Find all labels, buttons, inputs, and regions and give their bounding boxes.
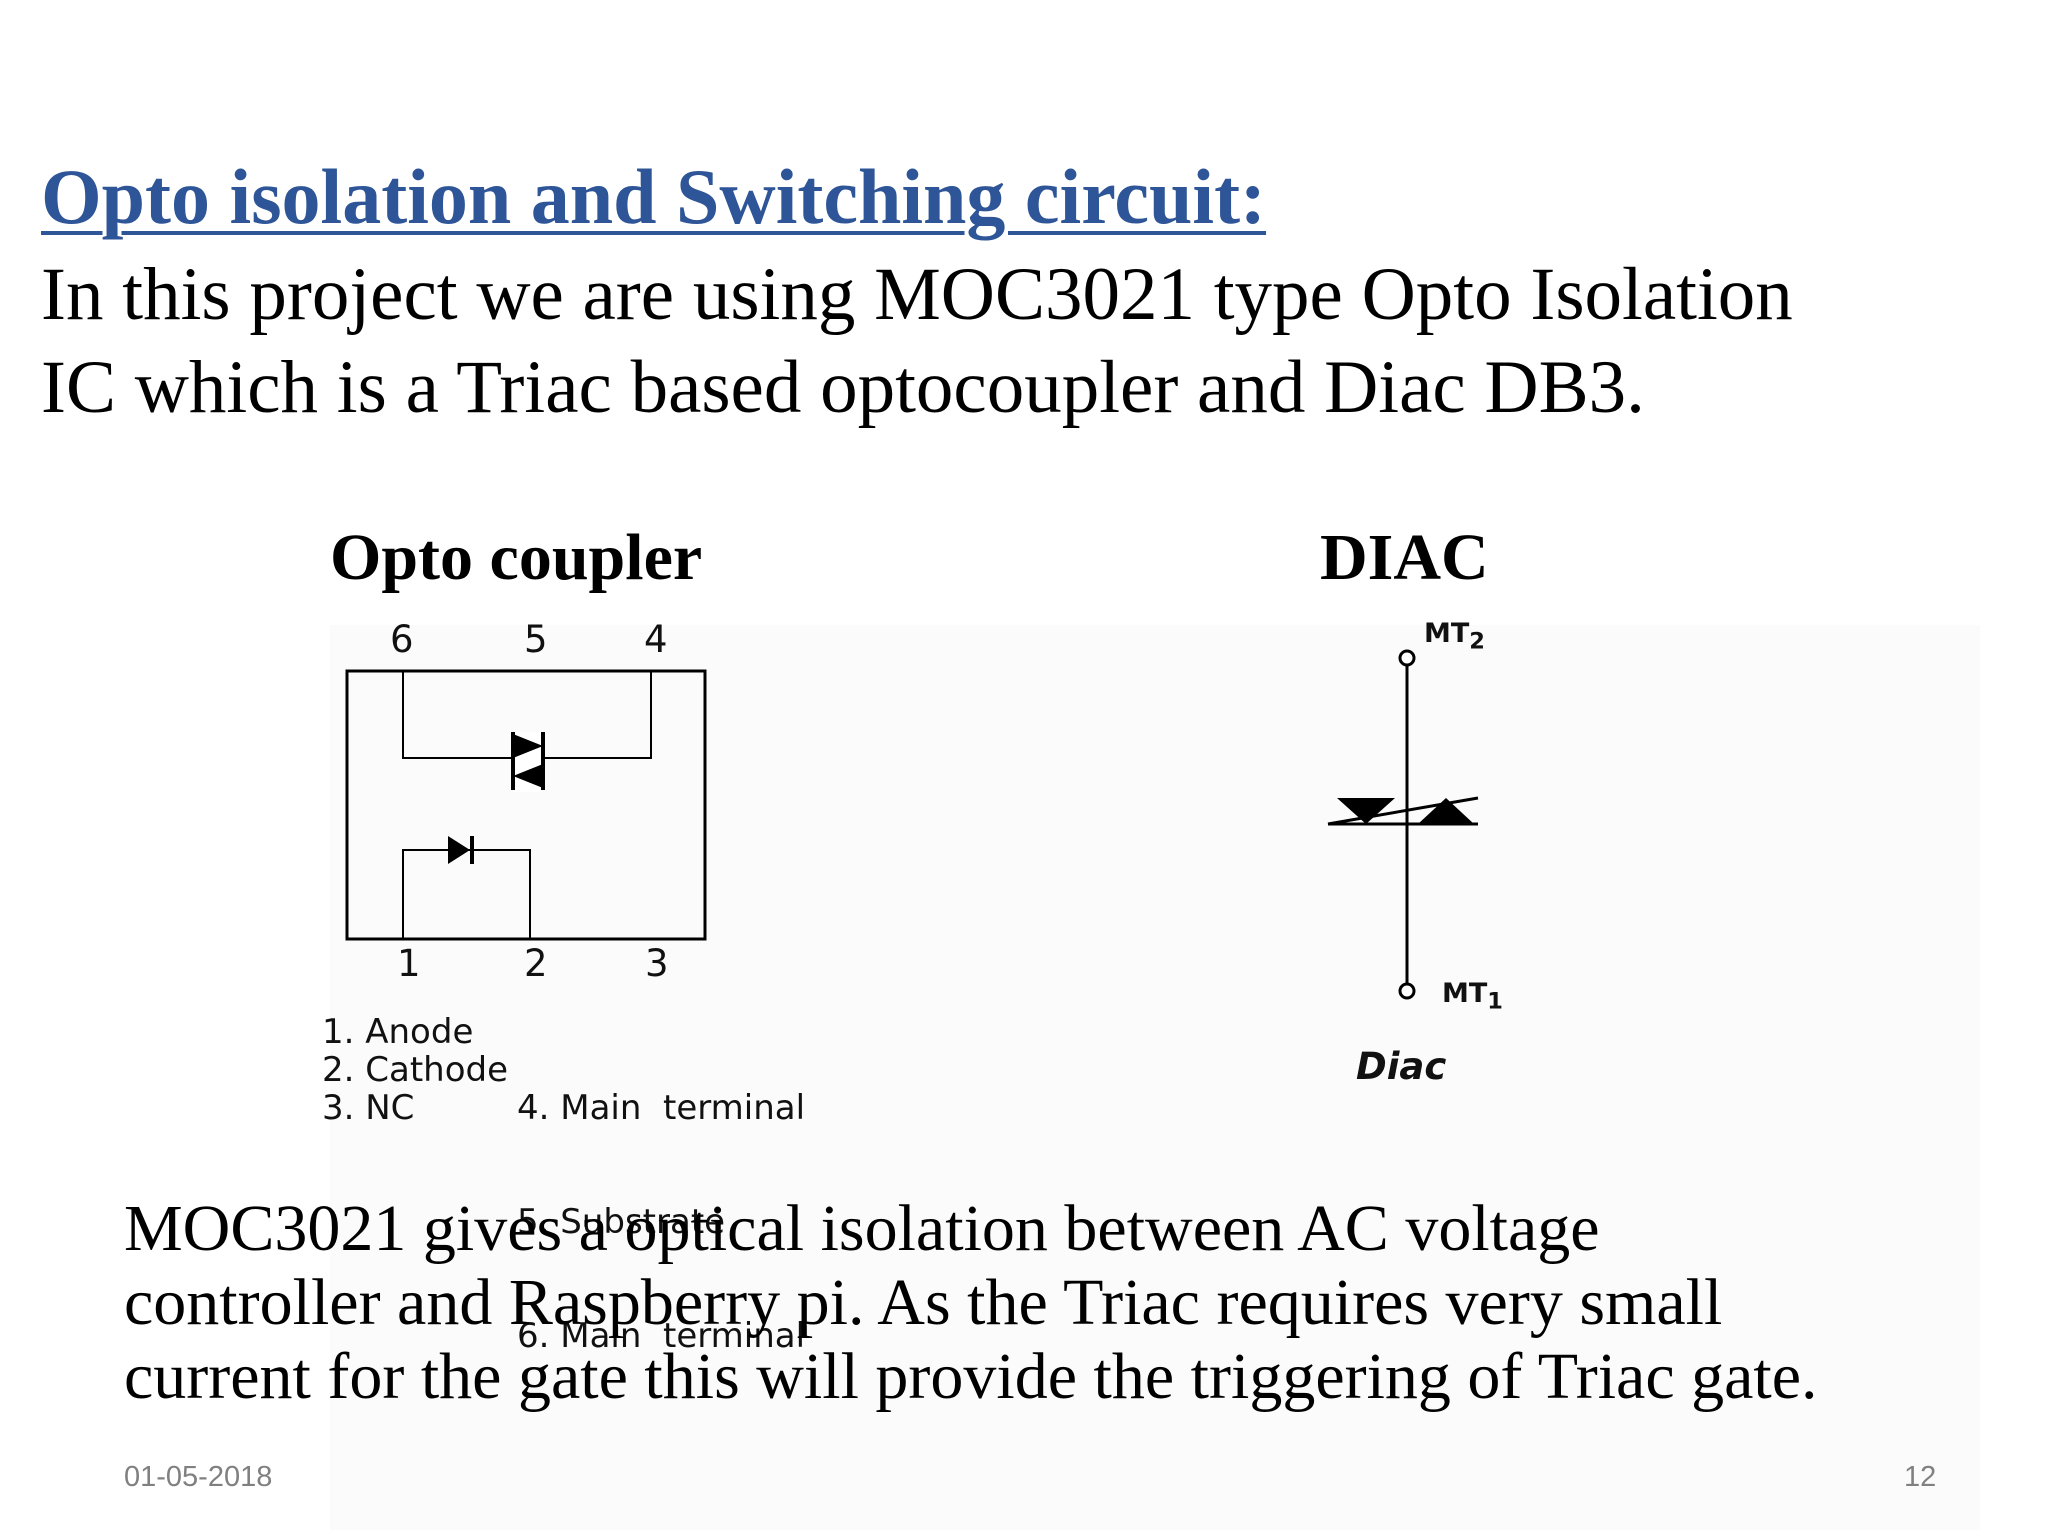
mt1-terminal-icon <box>1398 982 1416 1000</box>
pin-label-1: 1 <box>397 942 421 985</box>
pin-label-3: 3 <box>645 942 669 985</box>
pin-legend-right: 4. Main terminal 5. Substrate 6. Main te… <box>517 1013 805 1393</box>
legend-item: 4. Main terminal <box>517 1088 806 1128</box>
slide-number: 12 <box>1904 1461 1937 1493</box>
mt2-label: MT2 <box>1424 618 1485 655</box>
mt2-terminal-icon <box>1398 649 1416 667</box>
optocoupler-schematic <box>345 669 707 941</box>
diac-triangle-up-icon <box>1418 798 1474 824</box>
diac-bar-top <box>1327 796 1479 826</box>
diac-caption: Diac <box>1356 1045 1447 1088</box>
intro-line-2: IC which is a Triac based optocoupler an… <box>41 346 1645 429</box>
pin-label-2: 2 <box>524 942 548 985</box>
pin-label-6: 6 <box>390 618 414 661</box>
diac-schematic <box>1327 649 1479 1000</box>
legend-item: 2. Cathode <box>322 1050 509 1090</box>
diac-heading: DIAC <box>1320 521 1489 594</box>
led-wire <box>402 849 531 939</box>
footer-date: 01-05-2018 <box>124 1461 273 1493</box>
body-line-2: controller and Raspberry pi. As the Tria… <box>124 1266 1723 1339</box>
intro-paragraph: In this project we are using MOC3021 typ… <box>41 248 2001 434</box>
pin-label-4: 4 <box>644 618 668 661</box>
legend-item: 3. NC <box>322 1088 415 1128</box>
pin-label-5: 5 <box>524 618 548 661</box>
optocoupler-heading: Opto coupler <box>330 521 703 594</box>
intro-line-1: In this project we are using MOC3021 typ… <box>41 253 1793 336</box>
body-paragraph: MOC3021 gives a optical isolation betwee… <box>124 1192 2004 1414</box>
diac-triangle-down-icon <box>1337 798 1395 824</box>
body-line-1: MOC3021 gives a optical isolation betwee… <box>124 1192 1600 1265</box>
legend-item: 6. Main terminal <box>517 1316 806 1356</box>
ic-package-outline <box>345 669 707 941</box>
triac-icon <box>511 732 545 792</box>
body-line-3: current for the gate this will provide t… <box>124 1340 1818 1413</box>
slide-title: Opto isolation and Switching circuit: <box>41 153 1267 240</box>
figure-background <box>330 625 1980 1530</box>
legend-item: 5. Substrate <box>517 1202 726 1242</box>
mt1-label: MT1 <box>1442 978 1503 1015</box>
led-diode-icon <box>448 836 474 864</box>
legend-item: 1. Anode <box>322 1012 474 1052</box>
pin-legend-left: 1. Anode 2. Cathode 3. NC <box>322 1013 508 1127</box>
